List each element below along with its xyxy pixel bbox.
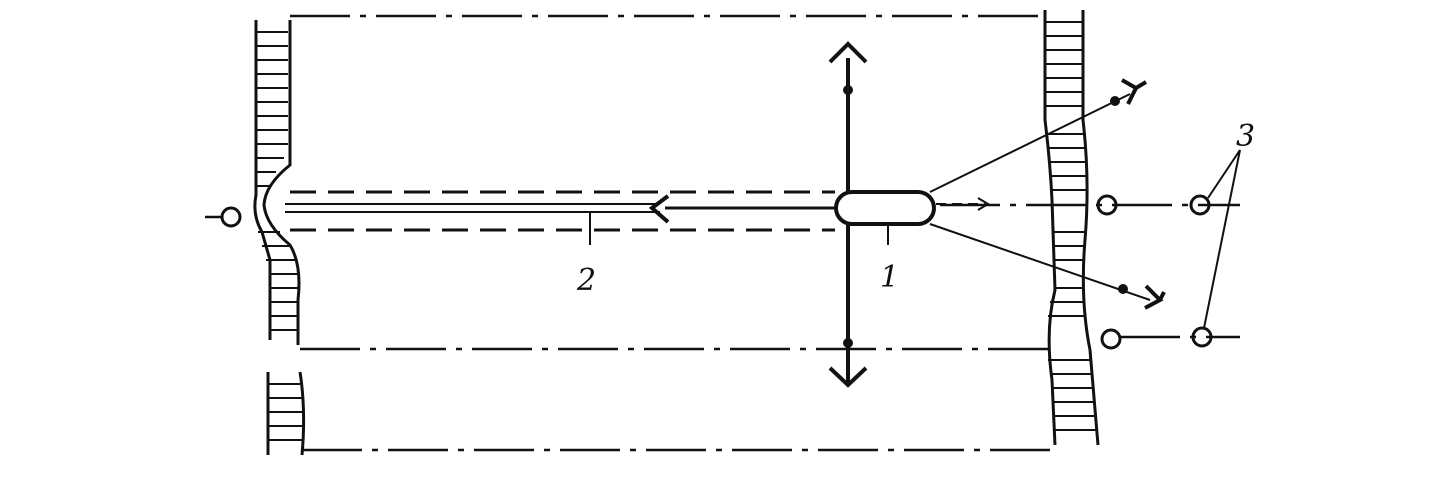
buoy-right-lower-inner: [1100, 328, 1122, 350]
label-channel: 2: [576, 263, 596, 298]
vessel: [648, 41, 990, 388]
upper-anchor-icon: [1121, 78, 1148, 105]
right-bank-hatching: [1045, 21, 1096, 431]
left-mooring-buoy: [220, 206, 242, 228]
lower-anchor-icon: [1144, 284, 1166, 310]
buoy-right-upper-inner: [1096, 194, 1118, 216]
vessel-hull: [834, 190, 936, 226]
label-vessel: 1: [880, 260, 899, 295]
label-anchors: 3: [1236, 119, 1255, 154]
anchor-buoys: [1096, 149, 1241, 350]
anchor-lines: [929, 78, 1166, 310]
right-bank: [1043, 10, 1100, 446]
channel: [285, 190, 835, 245]
buoy-right-lower-outer: [1191, 326, 1213, 348]
buoy-right-upper-outer: [1189, 194, 1211, 216]
boundary-lines: [205, 14, 1240, 452]
left-bank: [253, 20, 306, 456]
left-bank-hatching: [256, 31, 303, 441]
